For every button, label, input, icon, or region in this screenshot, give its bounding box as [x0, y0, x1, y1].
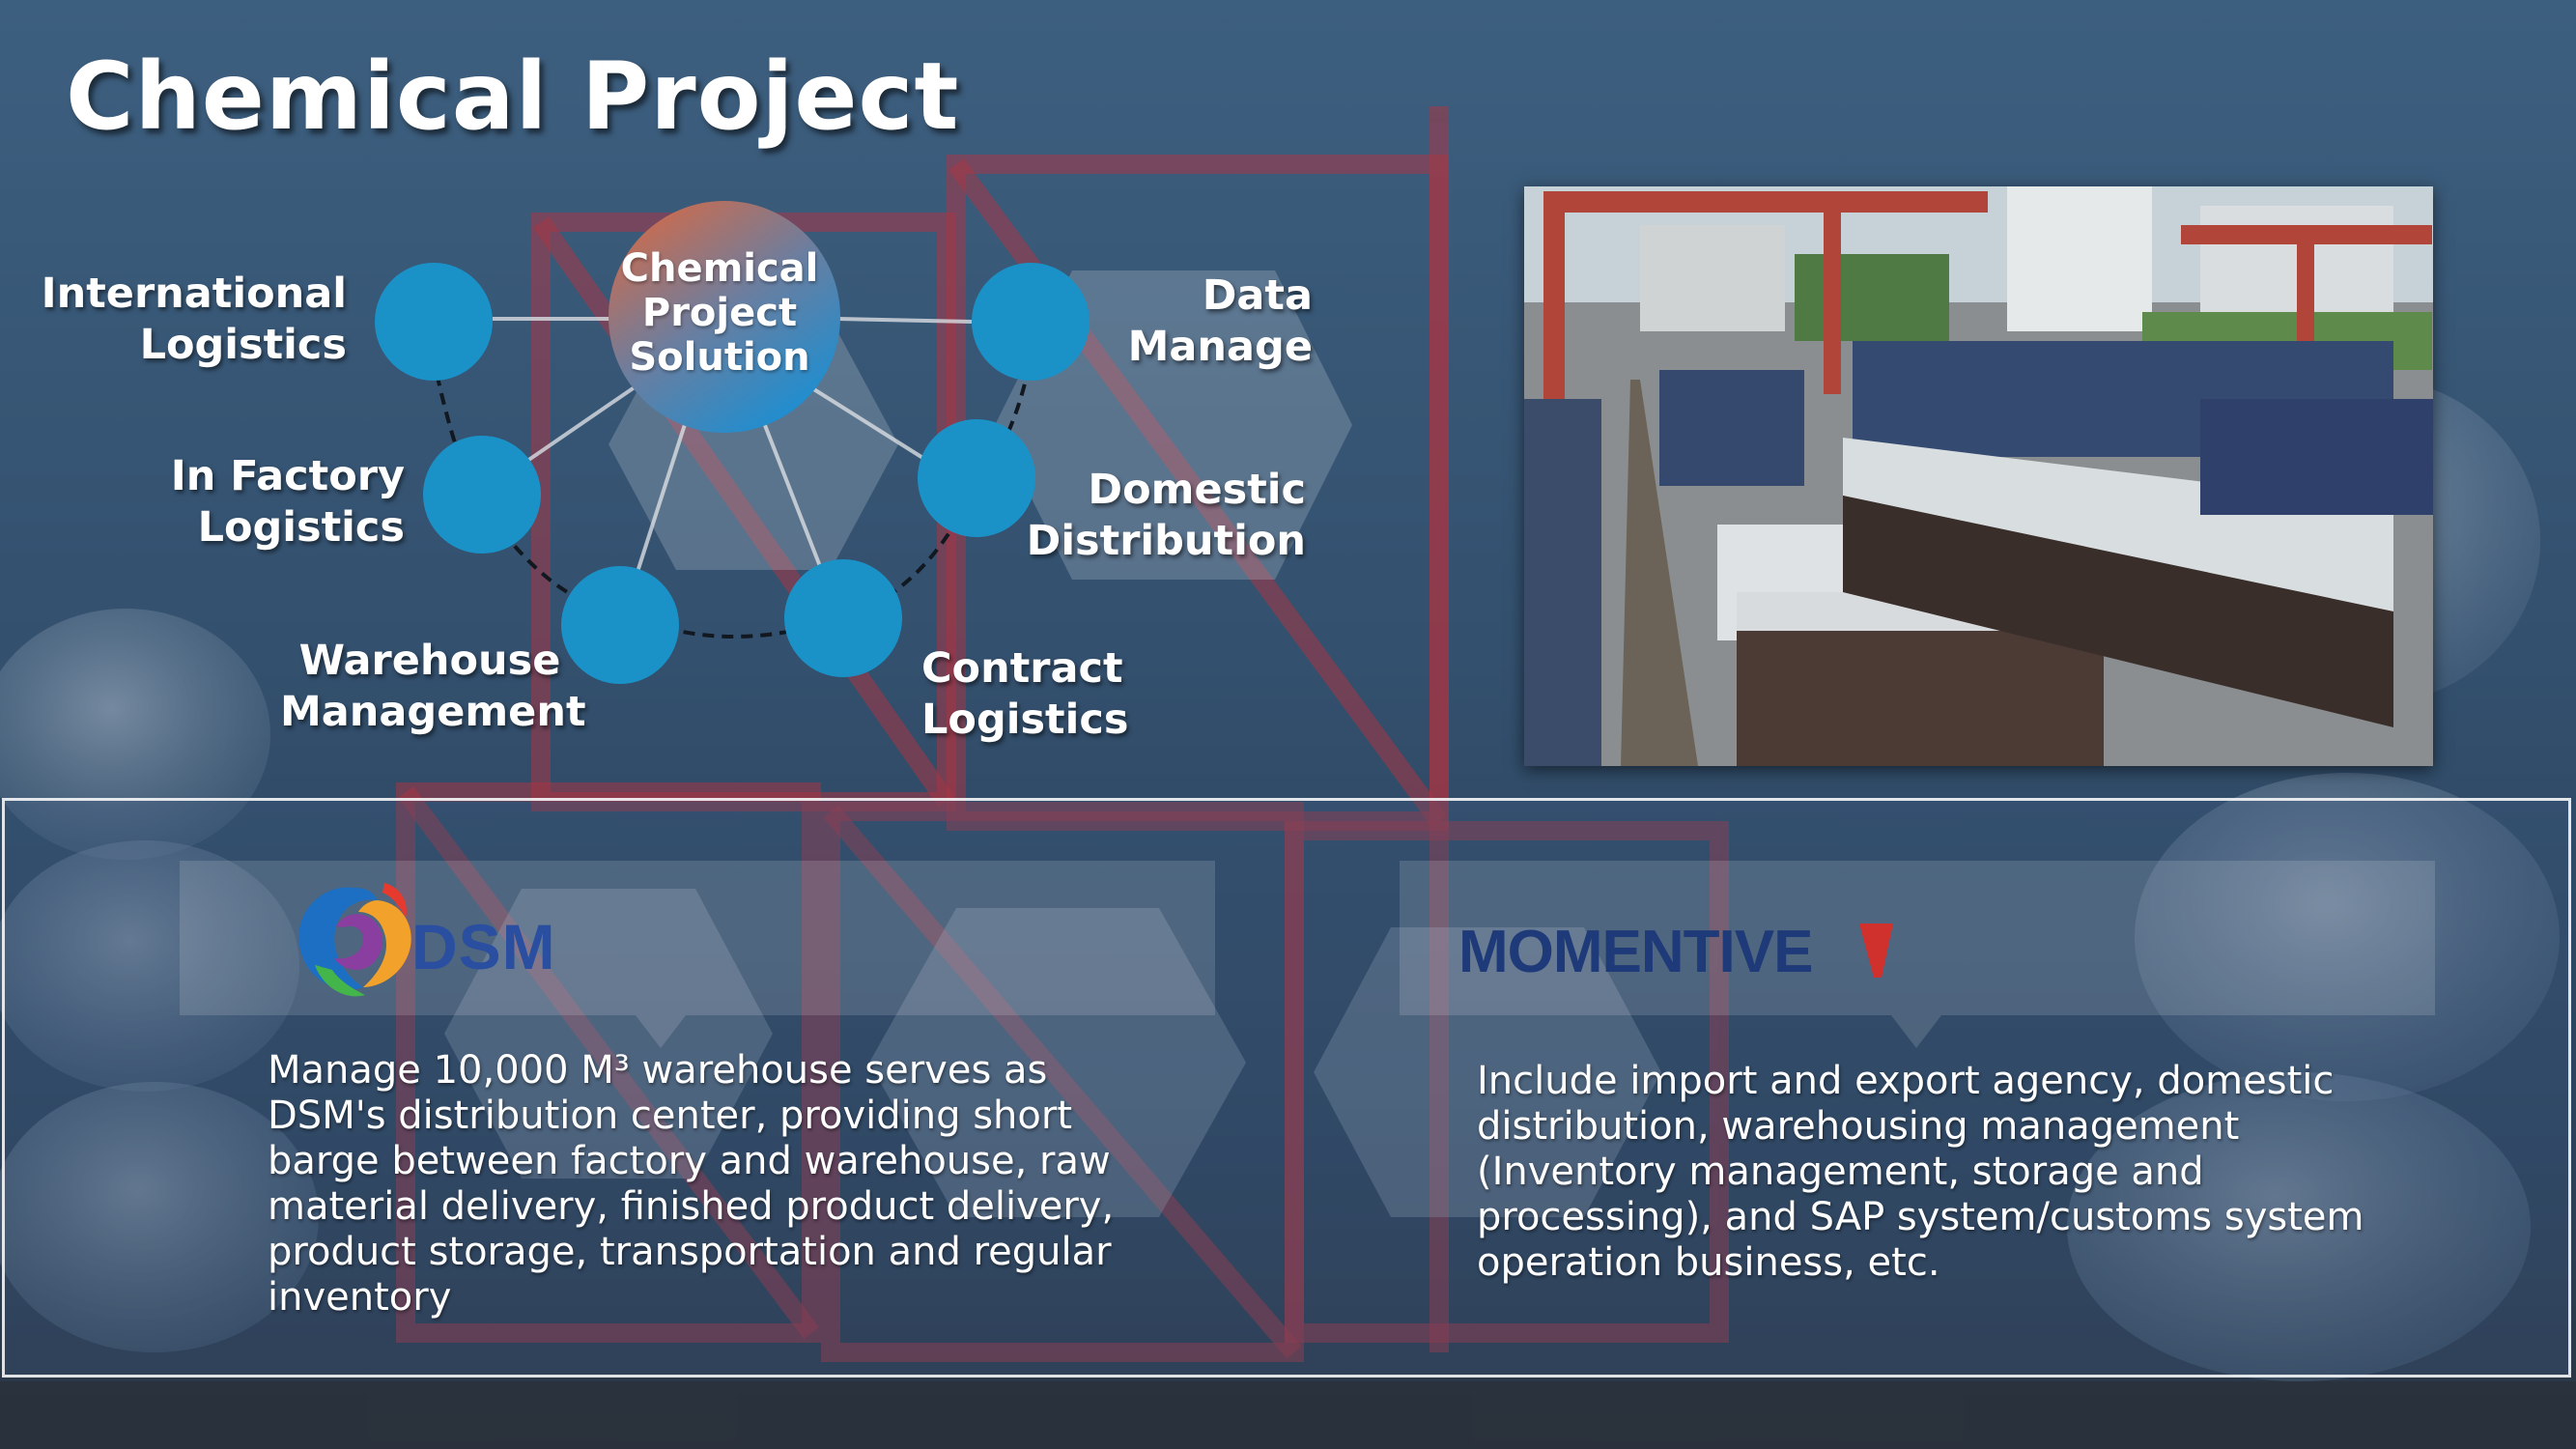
label-in-factory-logistics: In Factory Logistics	[170, 452, 405, 552]
momentive-logo-bar	[1400, 861, 2435, 1015]
page-title: Chemical Project	[66, 43, 960, 151]
label-contract-logistics: Contract Logistics	[921, 644, 1129, 744]
contract-logistics-node	[784, 559, 902, 677]
svg-text:MOMENTIVE: MOMENTIVE	[1458, 919, 1812, 983]
rail-container-yard-photo	[1524, 186, 2433, 766]
domestic-distribution-node	[918, 419, 1035, 537]
in-factory-logistics-node	[423, 436, 541, 554]
service-diagram	[375, 201, 1090, 684]
label-warehouse-management: Warehouse Management	[280, 637, 586, 736]
data-manage-node	[972, 263, 1090, 381]
hub-label: Chemical Project Solution	[620, 246, 819, 380]
dsm-callout-pointer	[636, 1015, 686, 1048]
international-logistics-node	[375, 263, 493, 381]
dsm-description: Manage 10,000 M³ warehouse serves as DSM…	[268, 1048, 1115, 1320]
momentive-logo: MOMENTIVE	[1458, 919, 1893, 983]
dsm-logo-icon	[298, 883, 411, 997]
dashed-ring	[431, 352, 1033, 639]
label-data-manage: Data Manage	[1127, 271, 1313, 371]
label-international-logistics: International Logistics	[41, 270, 347, 369]
momentive-callout-pointer	[1891, 1015, 1941, 1048]
momentive-description: Include import and export agency, domest…	[1477, 1059, 2364, 1285]
case-studies-panel	[2, 798, 2571, 1378]
dsm-wordmark: DSM	[411, 911, 556, 982]
label-domestic-distribution: Domestic Distribution	[1026, 466, 1306, 565]
warehouse-management-node	[561, 566, 679, 684]
hub-node	[609, 201, 840, 433]
